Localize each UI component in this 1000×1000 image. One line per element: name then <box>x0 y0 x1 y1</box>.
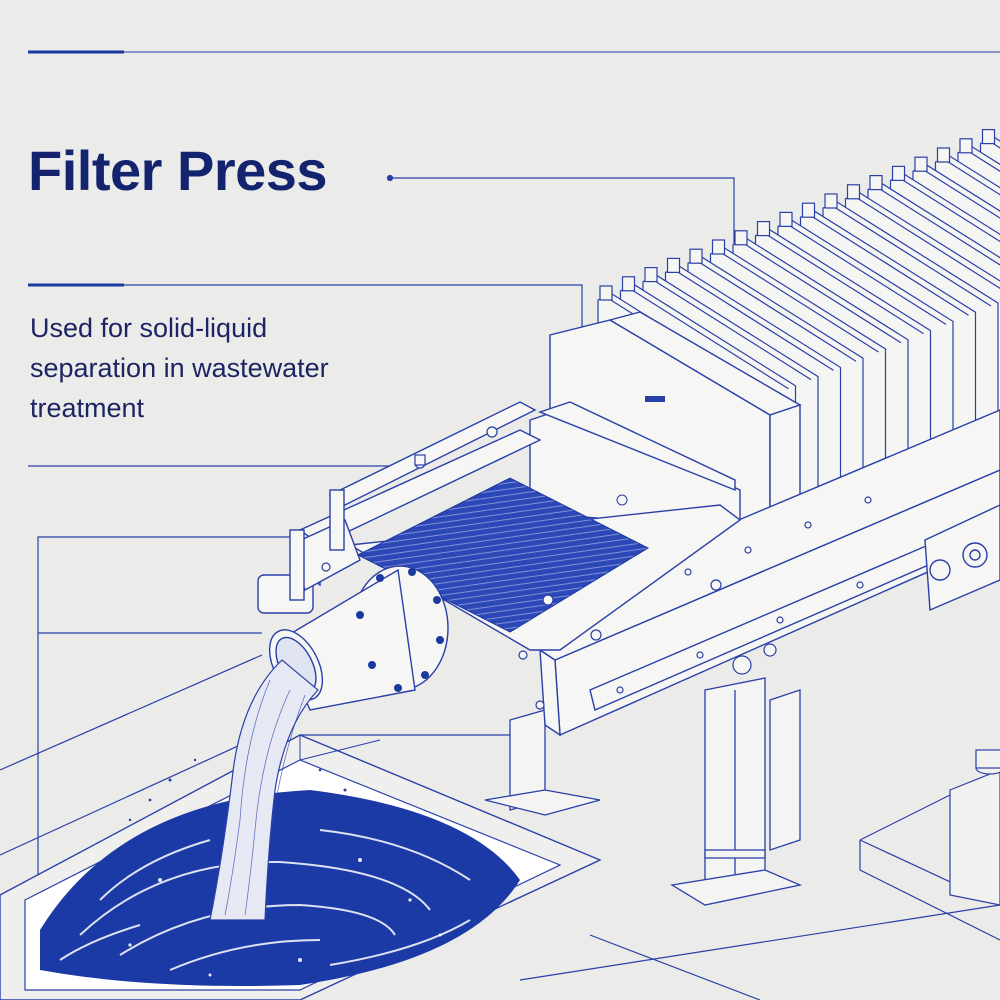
plate-edge <box>763 232 924 335</box>
plate-handle <box>756 221 771 237</box>
water-stream <box>209 659 319 921</box>
plate-edge <box>695 259 857 362</box>
plate-edge <box>943 158 1000 196</box>
description-line: separation in wastewater <box>30 353 329 383</box>
plate-handle <box>869 175 883 191</box>
plate-edge <box>875 186 1000 266</box>
plate-handle <box>914 156 928 172</box>
plate-handle <box>959 138 973 154</box>
plate-edge <box>740 241 902 344</box>
plate-edge <box>853 195 1000 289</box>
plate-handle <box>981 129 996 145</box>
plate-handle <box>936 147 951 163</box>
plate-edge <box>898 176 1000 243</box>
plate-edge <box>965 149 1000 172</box>
side-tank <box>949 749 1000 906</box>
description-line: Used for solid-liquid <box>30 313 268 343</box>
plate-edge <box>808 213 969 316</box>
plate-handle <box>599 285 613 301</box>
diagram-description: Used for solid-liquid separation in wast… <box>30 308 410 428</box>
plate-handle <box>801 202 816 218</box>
plate-handle <box>689 248 703 264</box>
collection-tank <box>0 734 602 1000</box>
support-legs <box>484 677 803 906</box>
filter-cloth <box>356 477 650 633</box>
diagram-title: Filter Press <box>28 139 328 202</box>
floor-platform <box>0 654 1000 1000</box>
plate-edge <box>920 167 1000 219</box>
plate-handle <box>824 193 838 209</box>
plate-handle <box>666 257 681 273</box>
press-frame <box>257 311 1000 737</box>
plate-handle <box>621 276 636 292</box>
plate-handle <box>644 267 658 283</box>
plate-handle <box>846 184 861 200</box>
description-line: treatment <box>30 393 145 423</box>
plate-handle <box>734 230 748 246</box>
plate-edge <box>718 250 879 353</box>
plate-edge <box>785 222 947 325</box>
plate-edge <box>830 204 992 307</box>
bolts <box>321 426 872 710</box>
plate-edge <box>628 287 789 390</box>
plate-handle <box>779 211 793 227</box>
plate-edge <box>673 268 834 371</box>
plate-handle <box>891 165 906 181</box>
panel-marks <box>616 396 665 506</box>
plate-handle <box>711 239 726 255</box>
plate-edge <box>650 278 812 381</box>
